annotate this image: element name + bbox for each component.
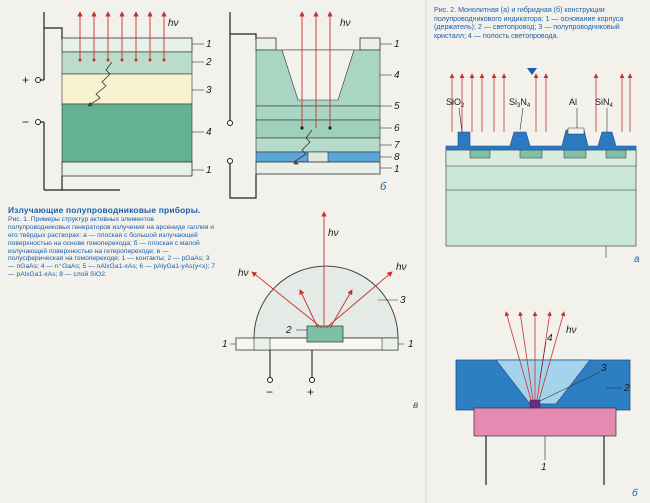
fig1a-terminal-minus bbox=[35, 119, 41, 125]
fig2a-label-al: Al bbox=[569, 97, 577, 107]
fig1b-hv-label: hν bbox=[340, 18, 351, 29]
fig2a-al-contact bbox=[567, 127, 585, 135]
fig2a-label-si3n4: Si3N4 bbox=[509, 97, 531, 109]
fig1a-bottom-contact bbox=[61, 161, 193, 177]
fig1v-dome bbox=[253, 265, 399, 339]
fig1v-minus: − bbox=[266, 385, 273, 399]
fig2a-passivation bbox=[445, 129, 637, 151]
fig1b-layer-6 bbox=[255, 119, 381, 139]
fig1a-top-contact bbox=[61, 37, 193, 53]
fig1v-label-1-right: 1 bbox=[408, 339, 414, 350]
fig1a-layer-4 bbox=[61, 103, 193, 163]
fig1a-minus-sign: − bbox=[22, 115, 29, 129]
fig1b-layer-5 bbox=[255, 105, 381, 121]
fig1v-letter: в bbox=[413, 400, 418, 411]
fig2a-structure bbox=[445, 73, 637, 258]
fig2b-letter: б bbox=[632, 487, 638, 499]
fig1a-light-rays bbox=[77, 11, 167, 60]
caption-marker-triangle bbox=[527, 68, 537, 75]
fig1a-label-2: 2 bbox=[205, 57, 212, 68]
fig2-caption: Рис. 2. Монолитная (а) и гибридная (б) к… bbox=[434, 6, 624, 40]
fig1b-label-1: 1 bbox=[394, 39, 400, 50]
fig1a-label-3: 3 bbox=[206, 85, 212, 96]
fig2a-label-sin4: SiN4 bbox=[595, 97, 614, 109]
fig1a-label-1b: 1 bbox=[206, 165, 212, 176]
fig2b-chip bbox=[529, 399, 541, 409]
fig2b-structure bbox=[455, 311, 631, 485]
fig2a-label-sio2: SiO2 bbox=[446, 97, 465, 109]
fig1b-label-6: 6 bbox=[394, 123, 400, 134]
fig1a-wire-top bbox=[43, 12, 63, 40]
fig1v-hv-right: hν bbox=[396, 262, 407, 273]
fig2b-label-2: 2 bbox=[623, 383, 630, 394]
fig1v-light-rays bbox=[251, 211, 393, 329]
fig1b-label-8: 8 bbox=[394, 152, 400, 163]
fig1a-carrier-path bbox=[87, 61, 113, 107]
fig1v-label-1-left: 1 bbox=[222, 339, 228, 350]
fig1a-label-4: 4 bbox=[206, 127, 212, 138]
fig1v-structure bbox=[230, 211, 404, 383]
fig1b-label-5: 5 bbox=[394, 101, 400, 112]
fig1b-letter: б bbox=[380, 181, 387, 193]
fig1-caption: Излучающие полупроводниковые приборы. Ри… bbox=[8, 205, 216, 279]
fig1-caption-title: Излучающие полупроводниковые приборы. bbox=[8, 205, 201, 215]
fig1-caption-text: Рис. 1. Примеры структур активных элемен… bbox=[8, 215, 216, 279]
fig2b-label-3: 3 bbox=[601, 363, 607, 374]
fig1b-light-rays bbox=[299, 11, 333, 128]
fig1b-layer-7 bbox=[255, 137, 381, 153]
fig2b-label-1: 1 bbox=[541, 462, 547, 473]
fig2b-light-rays bbox=[504, 311, 566, 401]
fig2b-hv-label: hν bbox=[566, 325, 577, 336]
fig1b-label-1b: 1 bbox=[394, 164, 400, 175]
fig1v-hv-top: hν bbox=[328, 228, 339, 239]
fig1b-bottom-contact bbox=[255, 161, 381, 175]
fig1v-label-2: 2 bbox=[285, 325, 292, 336]
fig1a-terminal-plus bbox=[35, 77, 41, 83]
fig1a-wire-bottom bbox=[61, 176, 120, 191]
fig2a-light-rays bbox=[449, 73, 633, 132]
fig2b-label-4: 4 bbox=[547, 333, 553, 344]
fig1a-hv-label: hν bbox=[168, 18, 179, 29]
fig1v-hv-left: hν bbox=[238, 268, 249, 279]
fig1a-label-1: 1 bbox=[206, 39, 212, 50]
fig1a-plus-sign: + bbox=[22, 73, 29, 87]
fig1v-label-3: 3 bbox=[400, 295, 406, 306]
fig1v-chip bbox=[306, 325, 344, 343]
fig1b-label-4: 4 bbox=[394, 70, 400, 81]
fig1b-structure bbox=[227, 11, 392, 199]
fig2b-cavity bbox=[495, 359, 591, 405]
fig1a-layer-2 bbox=[61, 51, 193, 75]
fig1v-plus: + bbox=[307, 385, 314, 399]
fig1a-layer-3 bbox=[61, 73, 193, 105]
fig2a-letter: а bbox=[634, 254, 640, 265]
fig2b-holder bbox=[473, 407, 617, 437]
fig1b-label-7: 7 bbox=[394, 140, 400, 151]
fig1a-structure bbox=[35, 11, 204, 191]
